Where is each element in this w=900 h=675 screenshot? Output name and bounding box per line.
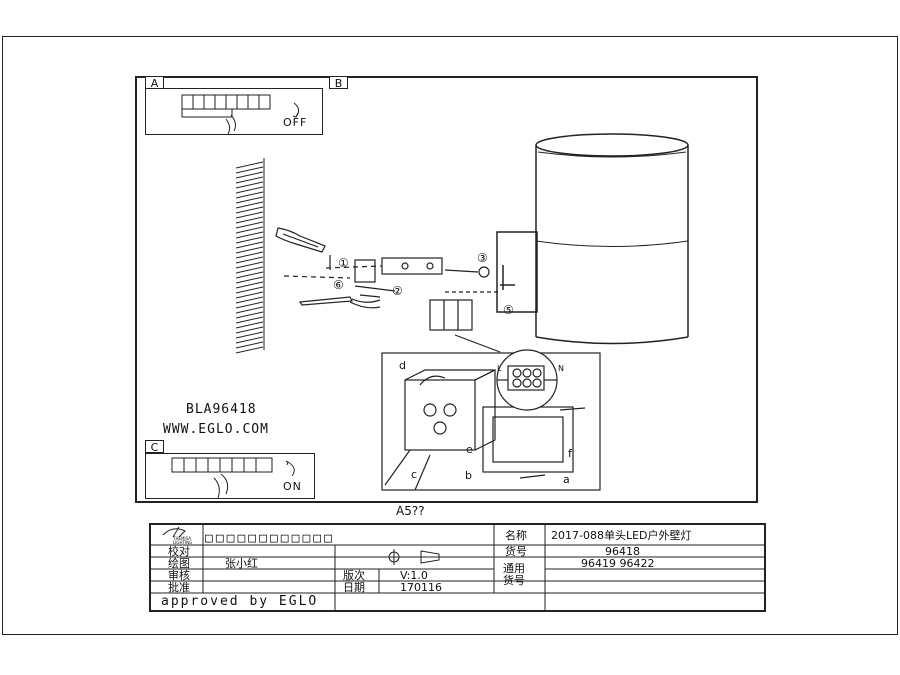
date-value: 170116 [400,581,442,594]
wall-hatching [235,158,265,354]
callout-b: b [465,469,472,482]
callout-c: c [411,468,418,481]
common-label: 通用货号 [503,562,525,587]
callout-d: d [399,359,406,372]
check-label: 校对 [168,545,190,558]
instruction-drawing [135,76,758,503]
placeholder-title: □□□□□□□□□□□□ [205,531,335,546]
switch-on-label: ON [283,480,302,493]
callout-2: ② [392,284,403,298]
callout-6: ⑥ [333,278,344,292]
panel-label-c: C [145,440,164,454]
website-url: WWW.EGLO.COM [163,422,269,437]
item-no-label: 货号 [505,545,527,558]
item-no-value: 96418 [605,545,640,558]
terminal-label-l: L [497,364,502,373]
version-value: V:1.0 [400,569,428,582]
name-value: 2017-088单头LED户外壁灯 [551,529,692,542]
review-label: 审核 [168,569,190,582]
switch-off-label: OFF [283,116,308,129]
junction-detail [381,349,601,491]
common-value: 96419 96422 [581,557,655,570]
version-label: 版次 [343,569,365,582]
callout-a: a [563,473,570,486]
inset-c-switch-on: ON [145,453,315,499]
callout-1: ① [338,256,349,270]
callout-f: f [568,447,572,460]
date-label: 日期 [343,581,365,594]
mounting-bracket [275,227,500,309]
logo-line-1: THEMISA [173,536,191,541]
logo-line-2: LIGHTING [173,540,193,545]
drawn-label: 绘图 [168,557,190,570]
model-number: BLA96418 [186,402,257,417]
drawn-value: 张小红 [225,557,258,570]
sheet-frame [2,36,898,635]
title-block: THEMISA LIGHTING [149,523,766,612]
callout-5: ⑤ [503,303,514,317]
approve-label: 批准 [168,581,190,594]
callout-e: e [466,443,473,456]
terminal-label-n: N [558,364,564,373]
panel-label-b: B [329,76,348,90]
name-label: 名称 [505,529,527,542]
connector-block [429,299,501,353]
approved-by: approved by EGLO [161,594,319,609]
callout-3: ③ [477,251,488,265]
inset-a-switch-off: OFF [145,88,323,135]
lamp-body [496,133,689,345]
sheet-caption: A5?? [396,504,425,518]
